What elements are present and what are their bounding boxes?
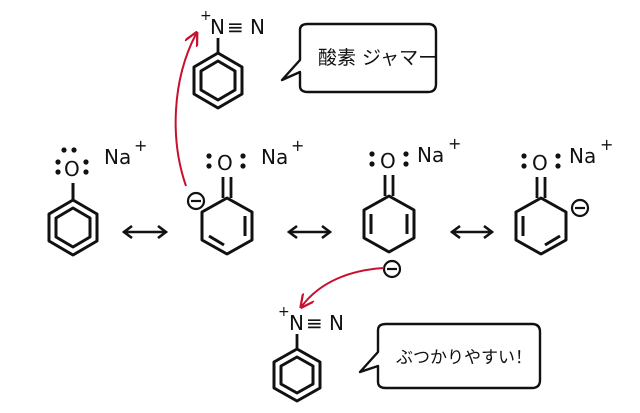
diazonium-bottom-plus: + <box>278 304 290 320</box>
diazonium-top-n1: N <box>210 15 225 39</box>
resonance-arrow-2 <box>286 224 333 240</box>
lone-pairs-3 <box>369 151 409 167</box>
structure-1-phenoxide: O Na + <box>47 136 147 257</box>
sodium-label-1: Na <box>104 145 131 169</box>
oxygen-label-1: O <box>64 157 80 181</box>
resonance-arrow-3 <box>449 224 495 240</box>
negative-charge-circle-4 <box>570 198 590 218</box>
negative-charge-circle-2 <box>186 191 206 211</box>
sodium-label-4: Na <box>569 144 596 168</box>
diazonium-bottom-triple: ≡ <box>306 311 323 335</box>
lone-pairs-2 <box>206 153 246 169</box>
speech-bubble-top: 酸素 ジャマー <box>280 22 438 94</box>
sodium-label-2: Na <box>261 145 288 169</box>
sodium-charge-2: + <box>291 136 304 155</box>
structure-2-ortho-anion: O Na + <box>186 136 304 256</box>
attack-arrow-para <box>302 267 385 306</box>
ring-4 <box>514 196 568 256</box>
oxygen-label-3: O <box>380 149 396 173</box>
diazonium-top-plus: + <box>200 8 212 24</box>
speech-bubble-bottom: ぶつかりやすい！ <box>358 322 542 390</box>
speech-text-bottom: ぶつかりやすい！ <box>396 348 532 368</box>
lone-pairs-4 <box>521 153 561 169</box>
diazonium-top-triple: ≡ <box>227 15 244 39</box>
diazonium-bottom-n1: N <box>289 311 304 335</box>
ring-2 <box>200 196 254 256</box>
diazonium-top-ring <box>192 51 244 110</box>
oxygen-label-4: O <box>532 151 548 175</box>
diazonium-top-n2: N <box>250 15 265 39</box>
attack-arrow-ortho <box>174 34 196 187</box>
sodium-charge-1: + <box>134 136 147 155</box>
ring-3 <box>362 194 416 254</box>
sodium-charge-3: + <box>448 134 461 153</box>
oxygen-label-2: O <box>217 151 233 175</box>
lone-pairs-1 <box>55 147 89 175</box>
resonance-arrow-1 <box>121 224 169 240</box>
speech-text-top: 酸素 ジャマー <box>318 47 437 69</box>
diazonium-bottom: + N ≡ N <box>272 304 344 403</box>
sodium-label-3: Na <box>417 143 444 167</box>
benzene-ring-1 <box>47 198 99 257</box>
structure-3-para-anion: O Na + <box>362 134 461 279</box>
structure-4-ortho-anion: O Na + <box>514 135 613 256</box>
diazonium-top: + N ≡ N <box>192 8 265 110</box>
diazonium-bottom-n2: N <box>329 311 344 335</box>
sodium-charge-4: + <box>600 135 613 154</box>
diazonium-bottom-ring <box>272 347 322 403</box>
